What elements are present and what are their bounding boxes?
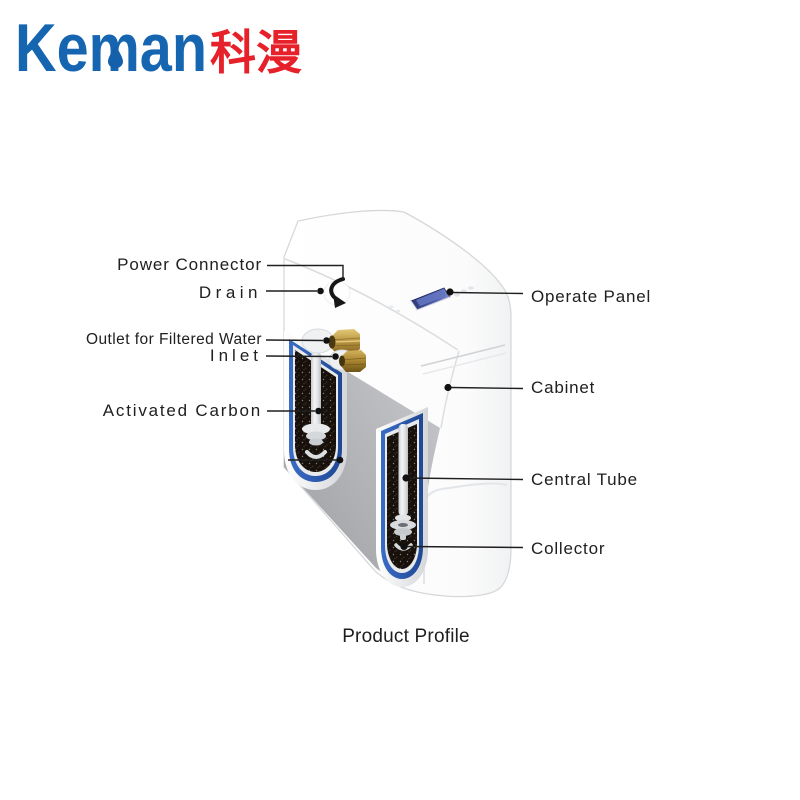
label-drain: Drain (198, 283, 262, 302)
leader-power-connector (267, 264, 344, 279)
leader-central-tube (402, 474, 524, 482)
logo-cjk-text: 科漫 (210, 26, 302, 79)
label-collector: Collector (531, 539, 606, 558)
label-operate-panel: Operate Panel (531, 287, 652, 306)
leader-activated-carbon (267, 407, 322, 415)
leader-operate-panel (446, 288, 524, 296)
leader-outlet (265, 337, 330, 344)
caption-product-profile: Product Profile (342, 626, 470, 647)
leader-collector-left (288, 456, 344, 464)
left-collector (302, 423, 330, 459)
curved-cord-arrow-icon (329, 277, 345, 299)
label-cabinet: Cabinet (531, 378, 596, 397)
central-tube (398, 424, 408, 516)
leader-lines (265, 264, 524, 551)
right-filter-tank (376, 407, 428, 587)
label-outlet-for-filtered-water: Outlet for Filtered Water (85, 331, 262, 348)
operate-panel-display (388, 286, 474, 313)
label-power-connector: Power Connector (117, 255, 262, 274)
logo-latin-text: Keman (15, 14, 207, 86)
label-central-tube: Central Tube (531, 470, 638, 489)
leader-inlet (265, 353, 339, 360)
left-central-tube (311, 352, 321, 428)
keman-logo: Keman 科漫 (15, 14, 302, 86)
panel-buttons (388, 286, 474, 313)
label-inlet: Inlet (209, 346, 262, 365)
water-drop-icon (108, 45, 123, 69)
leader-collector (400, 542, 524, 551)
leader-cabinet (444, 383, 524, 392)
inlet-fitting (328, 349, 367, 372)
drain-port (323, 277, 351, 308)
label-activated-carbon: Activated Carbon (102, 401, 262, 420)
leader-drain (266, 287, 324, 295)
